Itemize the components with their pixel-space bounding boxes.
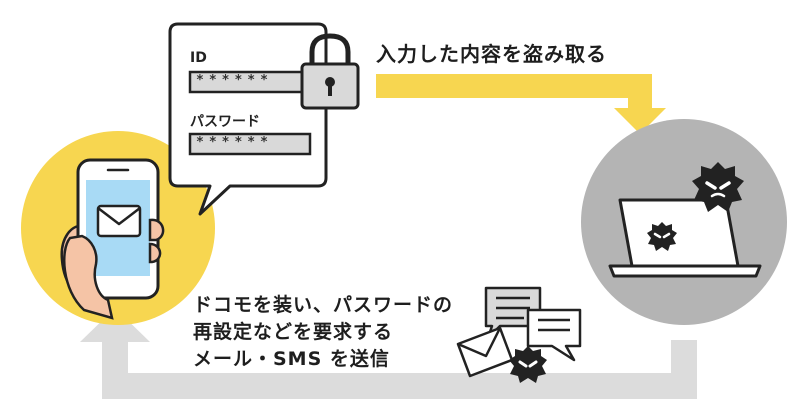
virus-icon: [509, 346, 547, 383]
lock-icon: [300, 33, 360, 110]
login-bubble: [168, 22, 328, 216]
id-label: ID: [190, 50, 207, 66]
steal-arrow: [376, 74, 666, 134]
message-icon: [484, 286, 542, 340]
id-field: ******: [196, 73, 273, 88]
envelope-icon: [456, 326, 514, 378]
password-field: ******: [196, 135, 273, 150]
return-arrow: [80, 308, 697, 399]
phishing-caption-line3: メール・SMS を送信: [193, 348, 390, 370]
laptop-icon: [608, 198, 762, 278]
message-icon: [526, 308, 582, 362]
phishing-caption-line2: 再設定などを要求する: [193, 321, 394, 343]
smartphone-icon: [60, 158, 165, 320]
virus-icon: [692, 162, 744, 212]
virus-icon: [647, 222, 677, 251]
password-label: パスワード: [190, 114, 260, 130]
phishing-caption-line1: ドコモを装い、パスワードの: [193, 294, 454, 316]
phishing-caption: ドコモを装い、パスワードの 再設定などを要求する メール・SMS を送信: [193, 292, 453, 373]
steal-caption: 入力した内容を盗み取る: [376, 42, 607, 66]
mail-icon: [96, 204, 142, 238]
